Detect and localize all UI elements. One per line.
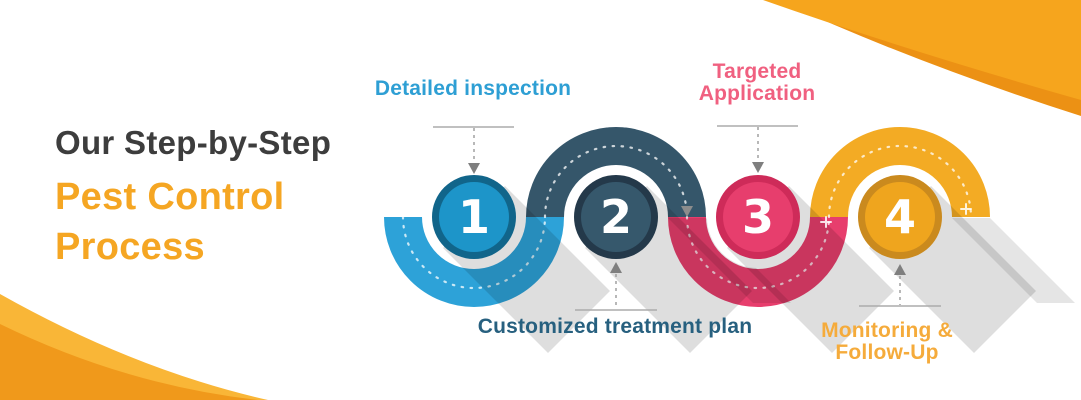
step-2-connector-arrow <box>610 262 622 273</box>
title-line-1: Our Step-by-Step <box>55 124 332 161</box>
step-3-number: 3 <box>742 190 774 244</box>
step-1-circle <box>439 182 509 252</box>
step-1-connector <box>433 126 514 174</box>
step-3-dashed-arc <box>685 215 831 290</box>
step-2-circle <box>581 182 651 252</box>
step-1-connector-arrow <box>468 163 480 174</box>
step-4-arch-shadow <box>952 218 1075 303</box>
step-2-label-line: Customized treatment plan <box>477 315 753 338</box>
step-4-circle <box>865 182 935 252</box>
step-3-circle <box>723 182 793 252</box>
plus-icon <box>960 203 972 215</box>
step-4-label: Monitoring & Follow-Up <box>737 320 1037 364</box>
step-3-label-line: Targeted <box>712 60 802 83</box>
step-4-connector-arrow <box>894 264 906 275</box>
step-1-label: Detailed inspection <box>323 78 623 100</box>
step-1-dashed-arc <box>401 215 547 290</box>
title-line-2: Pest Control <box>55 176 285 218</box>
bottom-swoosh <box>0 324 258 400</box>
step-1-number: 1 <box>458 190 490 244</box>
plus-icon <box>820 216 832 228</box>
step-4-connector <box>859 264 941 307</box>
step-3-connector-arrow <box>752 162 764 173</box>
step-2-number: 2 <box>600 190 632 244</box>
step-3-label: Targeted Application <box>607 61 907 105</box>
step-4-label-line: Monitoring & <box>821 319 953 342</box>
step-4-number: 4 <box>884 190 916 244</box>
step-4-label-line: Follow-Up <box>835 341 939 364</box>
title-line-3: Process <box>55 226 205 268</box>
step-2-connector <box>575 262 657 311</box>
flow-arrow-icon <box>681 206 693 217</box>
step-3-label-line: Application <box>698 82 816 105</box>
step-4-dashed-arc <box>827 144 973 219</box>
step-3-connector <box>717 125 798 173</box>
step-2-arch-shadow <box>668 218 791 303</box>
page-title: Our Step-by-Step Pest Control Process <box>55 126 331 272</box>
top-swoosh <box>763 0 1081 100</box>
step-1-label-line: Detailed inspection <box>374 77 572 100</box>
step-2-dashed-arc <box>543 144 689 219</box>
step-2-label: Customized treatment plan <box>465 316 765 338</box>
